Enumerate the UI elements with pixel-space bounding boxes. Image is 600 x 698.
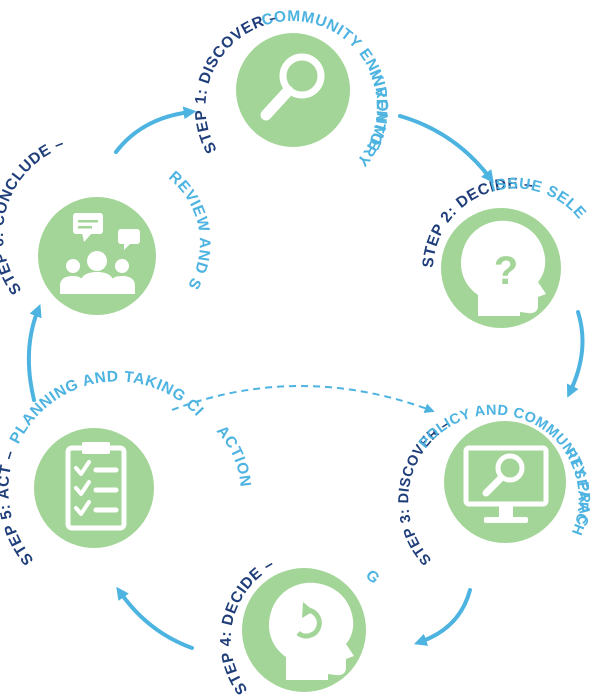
step3-circle	[444, 421, 566, 543]
head-question-icon: ?	[460, 220, 546, 316]
arrow-step3-to-step4	[413, 588, 472, 646]
arrow-step1-to-step2	[398, 114, 494, 184]
step1-title-cont: INVENTORY	[353, 67, 389, 169]
svg-text:STEP 5: ACT –: STEP 5: ACT –	[0, 448, 37, 568]
magnifier-icon	[260, 53, 325, 121]
step5-prefix: STEP 5: ACT –	[0, 448, 37, 568]
head-cycle-icon	[268, 582, 354, 680]
clipboard-checklist-icon	[65, 442, 127, 531]
group-discussion-icon	[60, 213, 140, 294]
arrow-step4-to-step5	[116, 586, 194, 650]
cycle-arrows	[26, 106, 585, 650]
svg-text:INVENTORY: INVENTORY	[353, 67, 390, 169]
step5-title-cont: ACTION	[213, 422, 253, 488]
arrow-step6-to-step1	[114, 106, 197, 154]
monitor-search-icon	[463, 445, 549, 523]
svg-text:RESEARCH: RESEARCH	[561, 445, 591, 537]
dashed-arrow-step5-to-step3	[171, 385, 435, 413]
arrow-step2-to-step3	[566, 310, 585, 398]
arrow-step5-to-step6	[26, 304, 42, 402]
step3-title-cont: RESEARCH	[561, 445, 590, 537]
svg-text:?: ?	[494, 249, 518, 293]
svg-text:ACTION: ACTION	[213, 422, 254, 488]
